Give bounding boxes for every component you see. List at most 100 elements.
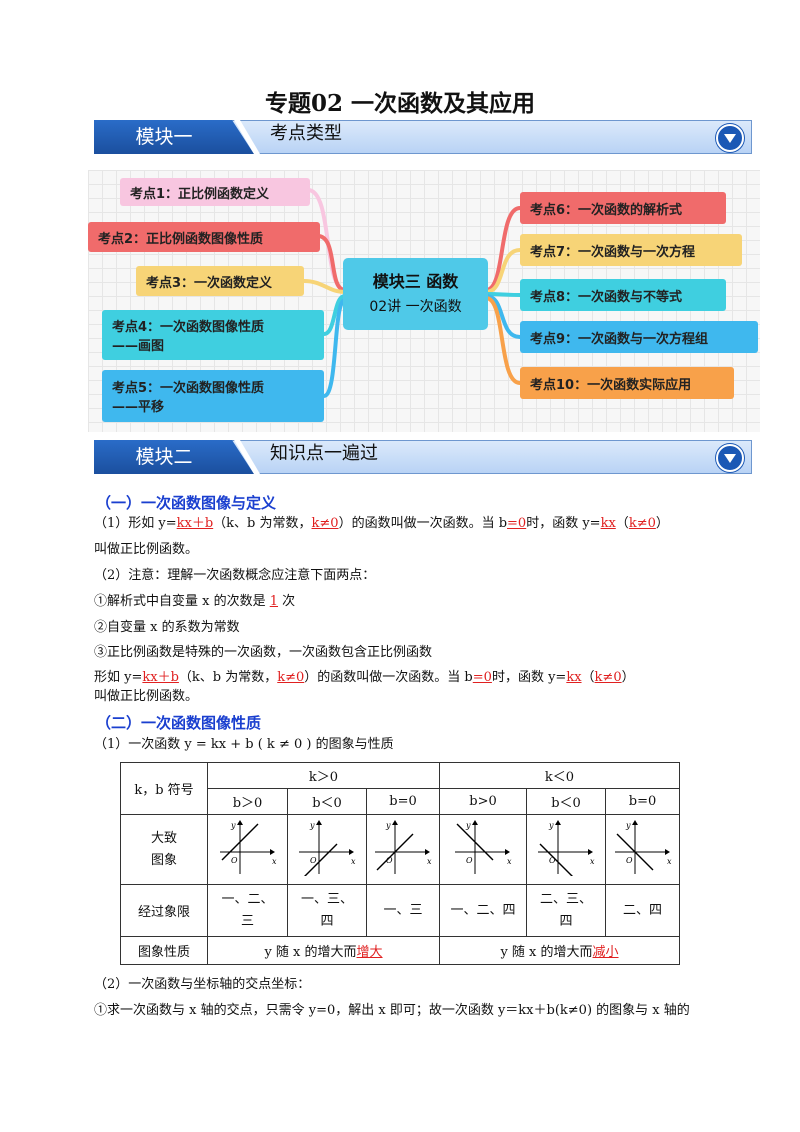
mindmap: 考点1：正比例函数定义 考点2：正比例函数图像性质 考点3：一次函数定义 考点4…	[88, 170, 760, 432]
origin-label: O	[549, 856, 556, 865]
x-arrow	[269, 848, 275, 855]
graph-kneg-bpos: x yO	[455, 819, 512, 874]
x-axis-label: x	[272, 857, 277, 866]
y-axis-label: y	[230, 821, 236, 830]
origin-label: O	[626, 856, 633, 865]
chevron-down-icon[interactable]	[716, 444, 744, 472]
property-kneg: y 随 x 的增大而减小	[439, 936, 680, 965]
paragraph-point3: ③正比例函数是特殊的一次函数，一次函数包含正比例函数	[94, 645, 433, 660]
table-subheader: b＞0	[207, 788, 288, 815]
y-arrow	[236, 819, 243, 825]
x-axis-label: x	[351, 857, 356, 866]
x-axis-label: x	[427, 857, 432, 866]
table-subheader: b=0	[366, 788, 440, 815]
x-arrow	[425, 848, 430, 855]
table-subheader: b>0	[439, 788, 527, 815]
x-axis-label: x	[507, 857, 512, 866]
chevron-down-icon[interactable]	[716, 124, 744, 152]
mindmap-center: 模块三 函数 02讲 一次函数	[343, 258, 488, 330]
function-line	[539, 843, 577, 880]
graph-kpos-bneg: x yO	[299, 819, 356, 880]
y-arrow	[472, 819, 478, 825]
section-heading-2: （二）一次函数图像性质	[96, 714, 262, 732]
properties-table: k，b 符号 k＞0 k＜0 b＞0 b＜0 b=0 b>0 b＜0 b=0 大…	[120, 762, 680, 965]
paragraph-intercepts: （2）一次函数与坐标轴的交点坐标：	[94, 977, 311, 992]
table-header-kpos: k＞0	[207, 762, 440, 789]
origin-label: O	[310, 856, 317, 865]
center-line2: 02讲 一次函数	[369, 299, 462, 315]
quadrant-cell: 二、四	[605, 884, 680, 937]
y-axis-label: y	[625, 821, 631, 830]
mindmap-node-7: 考点7：一次函数与一次方程	[520, 234, 742, 266]
table-header-kneg: k＜0	[439, 762, 680, 789]
table-row-label-property: 图象性质	[120, 936, 208, 965]
graph-kneg-bzero: x yO	[614, 819, 672, 874]
y-arrow	[555, 819, 561, 825]
quadrant-cell: 一、二、四	[439, 884, 527, 937]
y-axis-label: y	[385, 821, 391, 830]
mindmap-node-1: 考点1：正比例函数定义	[120, 178, 310, 206]
banner-label: 考点类型	[270, 123, 342, 144]
paragraph-definition-repeat: 形如 y=kx＋b（k、b 为常数，k≠0）的函数叫做一次函数。当 b=0时，函…	[94, 670, 635, 685]
paragraph-definition: （1）形如 y=kx＋b（k、b 为常数，k≠0）的函数叫做一次函数。当 b=0…	[94, 516, 669, 531]
y-arrow	[631, 819, 638, 825]
origin-label: O	[231, 856, 238, 865]
y-axis-label: y	[548, 821, 554, 830]
x-arrow	[664, 848, 670, 855]
mindmap-node-10: 考点10：一次函数实际应用	[520, 367, 734, 399]
function-line	[456, 823, 494, 860]
mindmap-node-4: 考点4：一次函数图像性质 ——画图	[102, 310, 324, 360]
graph-kneg-bneg: x yO	[538, 819, 595, 880]
y-arrow	[392, 819, 398, 825]
mindmap-node-2: 考点2：正比例函数图像性质	[88, 222, 320, 252]
graph-kpos-bzero: x yO	[375, 819, 432, 874]
x-axis-label: x	[667, 857, 672, 866]
paragraph-point1: ①解析式中自变量 x 的次数是 1 次	[94, 594, 296, 609]
table-subheader: b＜0	[287, 788, 367, 815]
paragraph-note: （2）注意：理解一次函数概念应注意下面两点：	[94, 568, 376, 583]
function-line	[616, 833, 653, 870]
section-heading-1: （一）一次函数图像与定义	[96, 494, 277, 512]
mindmap-node-9: 考点9：一次函数与一次方程组	[520, 321, 758, 353]
mindmap-node-5: 考点5：一次函数图像性质 ——平移	[102, 370, 324, 422]
mindmap-node-3: 考点3：一次函数定义	[136, 266, 304, 296]
y-axis-label: y	[465, 821, 471, 830]
paragraph-definition-line2: 叫做正比例函数。	[94, 542, 199, 557]
quadrant-cell: 一、二、 三	[207, 884, 288, 937]
y-arrow	[316, 819, 322, 825]
graph-kpos-bpos: x yO	[219, 819, 277, 874]
x-arrow	[349, 848, 354, 855]
banner-tab-label: 模块一	[135, 126, 193, 148]
function-line	[376, 833, 414, 870]
quadrant-cell: 一、三、 四	[287, 884, 367, 937]
center-line1: 模块三 函数	[372, 272, 459, 291]
x-axis-label: x	[590, 857, 595, 866]
origin-label: O	[466, 856, 473, 865]
x-arrow	[588, 848, 593, 855]
table-subheader: b=0	[605, 788, 680, 815]
y-axis-label: y	[309, 821, 315, 830]
paragraph-table-intro: （1）一次函数 y = kx + b ( k ≠ 0 ) 的图象与性质	[94, 737, 394, 752]
quadrant-cell: 一、三	[366, 884, 440, 937]
table-header-kb: k，b 符号	[120, 762, 208, 815]
function-line	[300, 843, 338, 880]
x-arrow	[505, 848, 510, 855]
module-banner-1: 模块一 考点类型	[94, 120, 752, 154]
mindmap-node-8: 考点8：一次函数与不等式	[520, 279, 726, 311]
quadrant-cell: 二、三、 四	[526, 884, 606, 937]
property-kpos: y 随 x 的增大而增大	[207, 936, 440, 965]
page-title: 专题02 一次函数及其应用	[264, 90, 535, 117]
banner-label: 知识点一遍过	[270, 443, 378, 464]
mindmap-node-6: 考点6：一次函数的解析式	[520, 192, 726, 224]
origin-label: O	[386, 856, 393, 865]
banner-tab-label: 模块二	[135, 446, 193, 468]
table-row-label-graph: 大致 图象	[120, 814, 208, 885]
table-row-label-quadrant: 经过象限	[120, 884, 208, 937]
paragraph-intercepts-x: ①求一次函数与 x 轴的交点，只需令 y=0，解出 x 即可；故一次函数 y＝k…	[94, 1003, 690, 1018]
function-line	[221, 823, 258, 860]
